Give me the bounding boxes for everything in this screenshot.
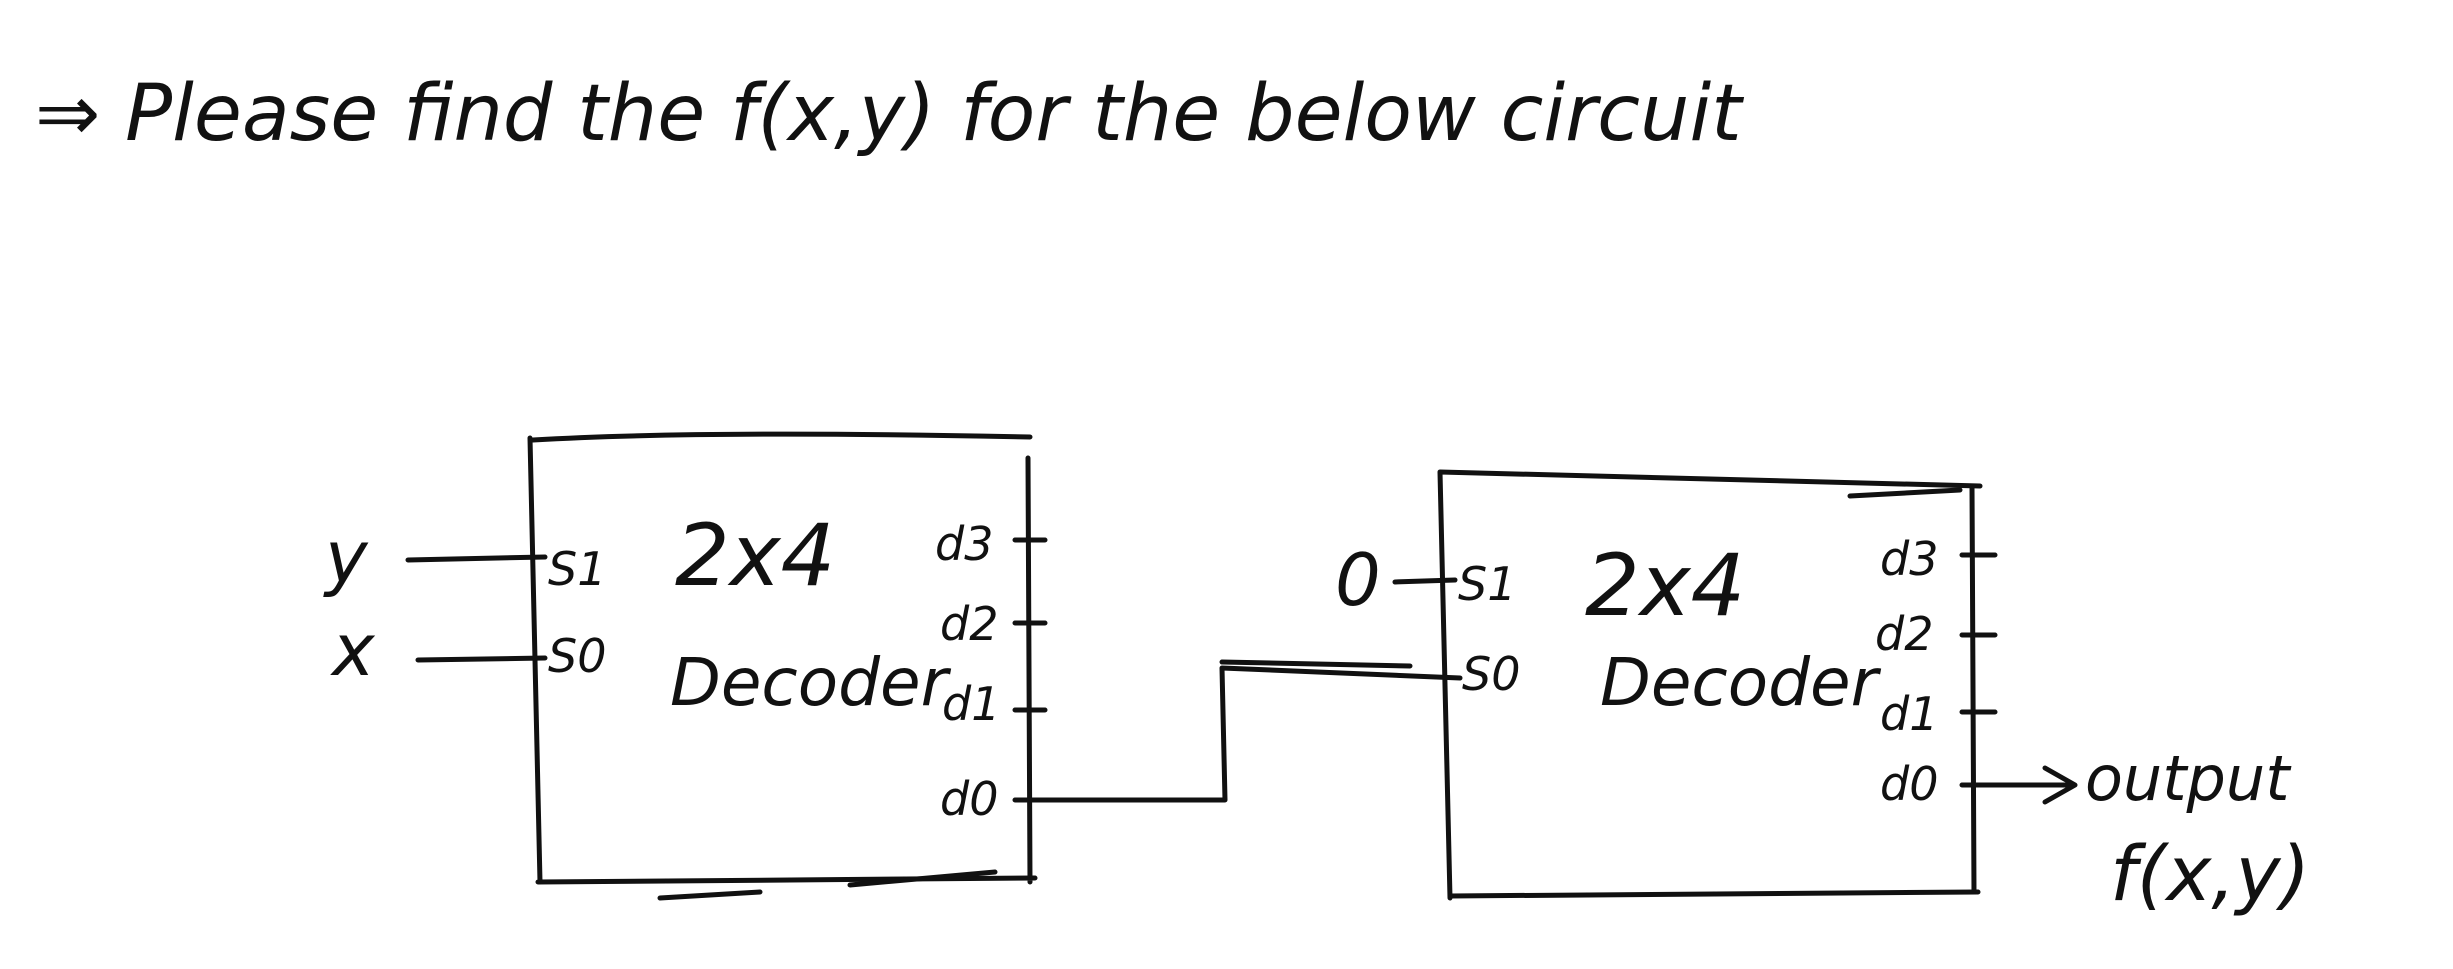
decoder2-top-stroke <box>1847 487 1963 499</box>
decoder2-out-d3: d3 <box>1880 532 1938 586</box>
decoder1-size: 2x4 <box>675 506 835 606</box>
decoder1-out-d0: d0 <box>940 772 998 826</box>
input-zero-label: 0 <box>1335 538 1381 622</box>
decoder2-box <box>1437 469 1983 901</box>
output-label: output <box>2085 742 2292 815</box>
decoder2-out-d2: d2 <box>1875 607 1933 661</box>
decoder1-out-d2: d2 <box>940 597 998 651</box>
decoder2-out-d0: d0 <box>1880 757 1938 811</box>
decoder2-name: Decoder <box>1600 644 1882 721</box>
decoder1-pin-s1: S1 <box>548 542 606 596</box>
decoder1-bottom-stroke <box>657 869 998 901</box>
input-y-label: y <box>323 515 369 599</box>
decoder1-out-d3: d3 <box>935 517 993 571</box>
decoder2-size: 2x4 <box>1585 536 1745 636</box>
question-title: ⇒ Please find the f(x,y) for the below c… <box>35 69 1744 159</box>
decoder2-out-d1: d1 <box>1880 687 1938 741</box>
output-arrow <box>1959 765 2078 805</box>
d0-to-s0-wire <box>1027 665 1463 803</box>
wire-double-stroke <box>1219 659 1413 669</box>
decoder2-output-stubs <box>1959 552 1998 715</box>
zero-wire <box>1392 577 1458 585</box>
decoder1-pin-s0: S0 <box>548 629 606 683</box>
decoder1-output-stubs <box>1012 537 1048 803</box>
y-wire <box>405 554 548 563</box>
decoder1-name: Decoder <box>670 644 952 721</box>
decoder1-out-d1: d1 <box>942 677 1000 731</box>
output-function: f(x,y) <box>2110 829 2310 918</box>
decoder2-pin-s0: S0 <box>1462 647 1520 701</box>
input-x-label: x <box>330 608 376 692</box>
x-wire <box>415 655 548 663</box>
decoder2-pin-s1: S1 <box>1458 557 1516 611</box>
